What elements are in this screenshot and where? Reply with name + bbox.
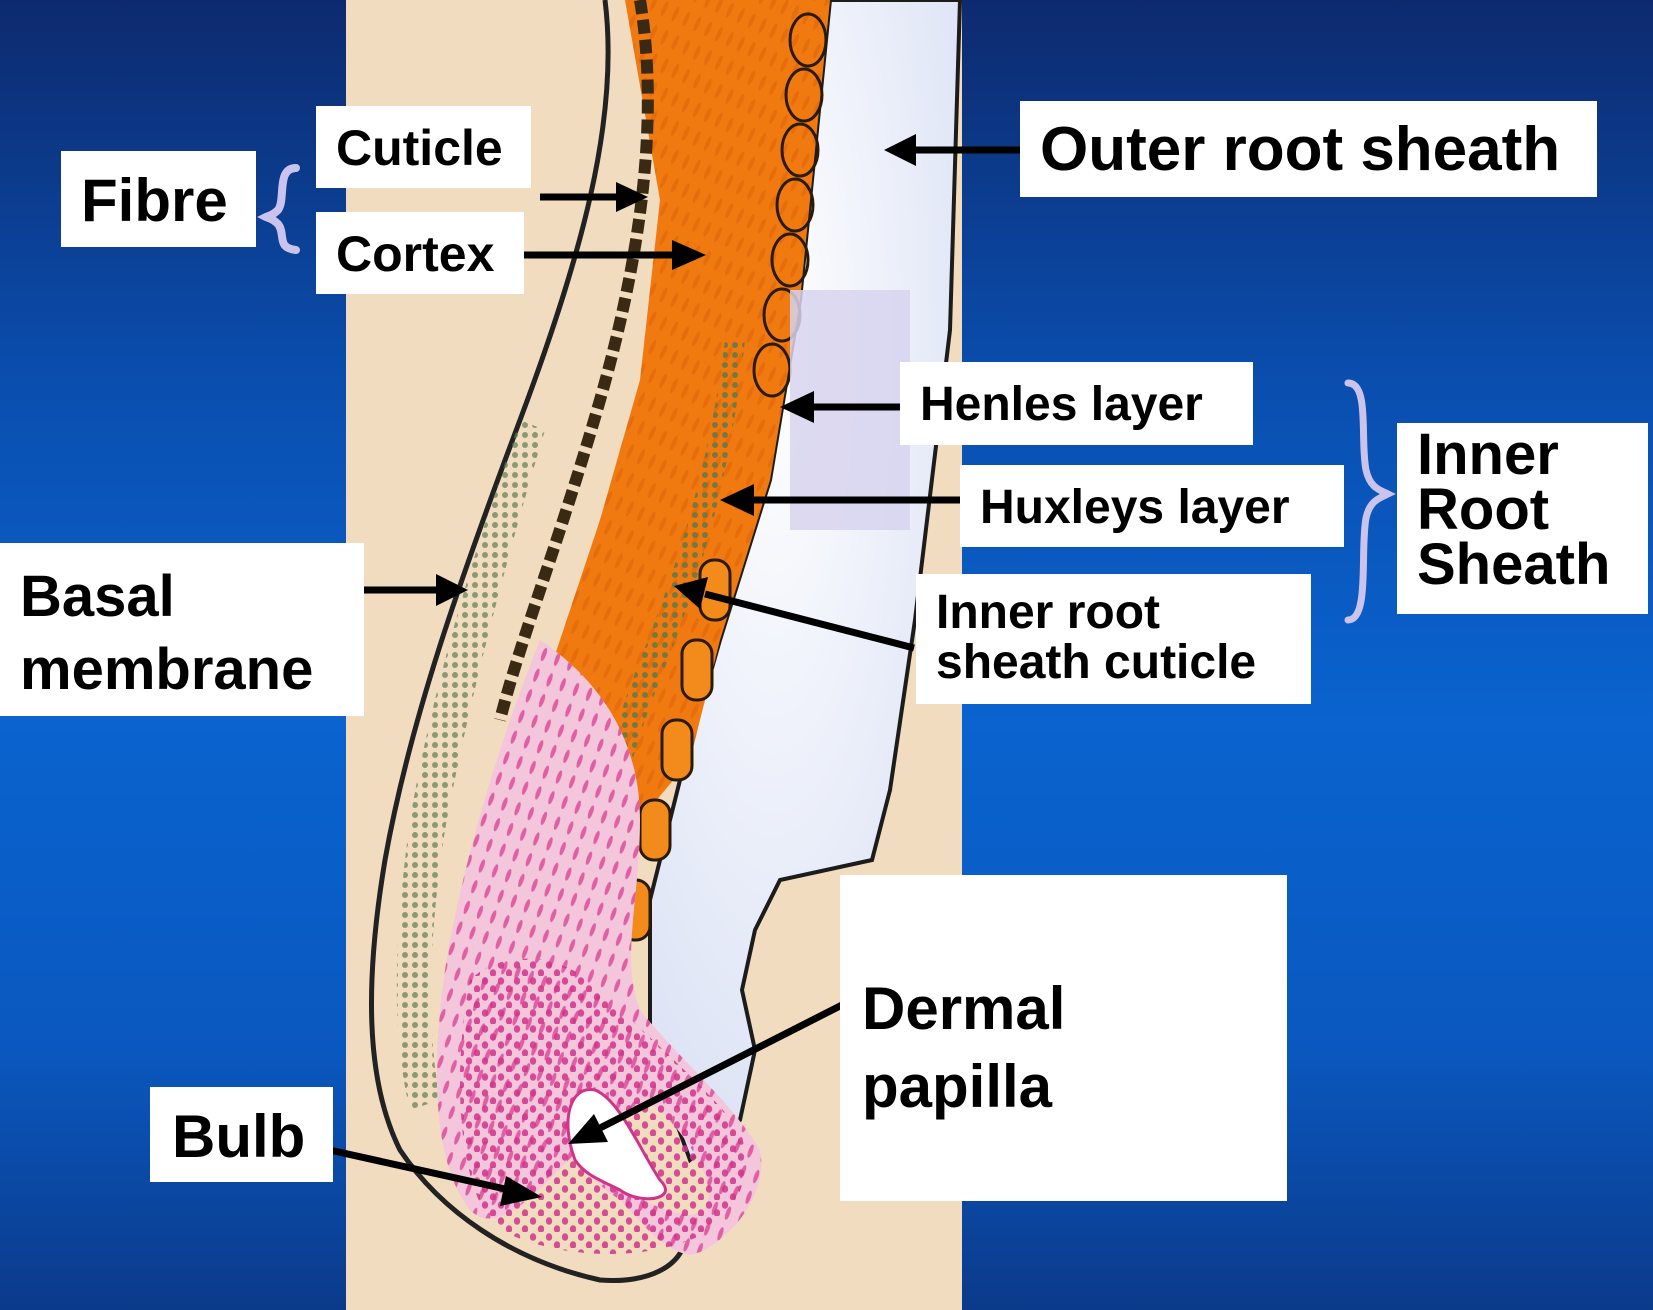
basal-line-2: membrane [20,634,364,707]
irs-cuticle-line-2: sheath cuticle [936,638,1311,688]
fibre-brace [266,168,296,250]
cortex-label: Cortex [316,212,524,294]
dermal-line-1: Dermal [862,970,1287,1048]
henles-layer-text: Henles layer [920,380,1253,430]
bulb-label: Bulb [150,1087,333,1182]
irs-cuticle-line-1: Inner root [936,588,1311,638]
inner-root-sheath-label: Inner Root Sheath [1397,423,1648,614]
huxleys-layer-label: Huxleys layer [960,465,1344,547]
henles-layer-label: Henles layer [900,362,1253,445]
outer-root-sheath-label: Outer root sheath [1020,101,1597,197]
inner-root-sheath-cuticle-label: Inner root sheath cuticle [916,574,1311,704]
basal-line-1: Basal [20,561,364,634]
inner-root-sheath-brace [1348,383,1388,620]
cuticle-label: Cuticle [316,106,531,188]
irs-line-3: Sheath [1417,537,1648,592]
dermal-papilla-label: Dermal papilla [840,875,1287,1201]
basal-membrane-label: Basal membrane [0,543,364,716]
irs-line-1: Inner [1417,427,1648,482]
cortex-text: Cortex [336,228,524,281]
bulb-text: Bulb [172,1105,333,1168]
outer-root-sheath-text: Outer root sheath [1040,117,1597,182]
dermal-line-2: papilla [862,1048,1287,1126]
fibre-label: Fibre [61,151,256,247]
huxleys-layer-text: Huxleys layer [980,483,1344,533]
cuticle-text: Cuticle [336,122,531,175]
irs-line-2: Root [1417,482,1648,537]
fibre-text: Fibre [81,169,256,232]
